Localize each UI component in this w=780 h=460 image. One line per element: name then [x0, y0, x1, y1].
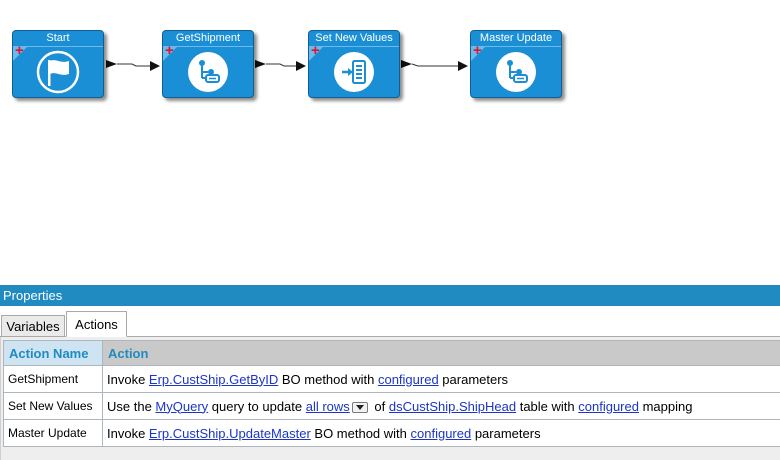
bo-method-link[interactable]: Erp.CustShip.UpdateMaster: [148, 425, 311, 441]
workflow-canvas[interactable]: Start + GetShipment + Set New Values +: [0, 0, 780, 284]
text-fragment: Invoke: [107, 425, 149, 441]
rows-scope-link[interactable]: all rows: [305, 398, 350, 414]
tab-variables[interactable]: Variables: [1, 315, 65, 336]
actions-grid-area: Action Name Action GetShipment Invoke Er…: [0, 337, 780, 460]
node-start[interactable]: Start +: [12, 30, 104, 98]
text-fragment: Use the: [107, 398, 156, 414]
node-corner-marker: [471, 46, 486, 61]
action-name-cell: Set New Values: [3, 392, 103, 420]
connectors-layer: [106, 60, 468, 71]
connector-getshipment-setnewvalues: [255, 60, 306, 71]
actions-table: Action Name Action GetShipment Invoke Er…: [3, 340, 780, 447]
mapping-config-link[interactable]: configured: [578, 398, 639, 414]
node-corner-marker: [163, 46, 178, 61]
node-set-new-values[interactable]: Set New Values +: [308, 30, 400, 98]
query-link[interactable]: MyQuery: [155, 398, 209, 414]
column-header-action-name[interactable]: Action Name: [3, 340, 103, 366]
table-header-row: Action Name Action: [3, 340, 780, 366]
action-name-cell: Master Update: [3, 419, 103, 447]
parameters-config-link[interactable]: configured: [377, 371, 439, 387]
text-fragment: table with: [516, 398, 579, 414]
update-table-icon: [334, 52, 374, 92]
action-description-cell: Invoke Erp.CustShip.GetByID BO method wi…: [102, 365, 780, 393]
table-row[interactable]: GetShipment Invoke Erp.CustShip.GetByID …: [3, 365, 780, 393]
add-icon[interactable]: +: [311, 42, 320, 59]
action-name-cell: GetShipment: [3, 365, 103, 393]
node-title: Start: [13, 31, 103, 47]
text-fragment: mapping: [638, 398, 693, 414]
text-fragment: query to update: [208, 398, 306, 414]
add-icon[interactable]: +: [165, 42, 174, 59]
connector-setnewvalues-masterupdate: [401, 60, 468, 71]
table-row[interactable]: Master Update Invoke Erp.CustShip.Update…: [3, 419, 780, 447]
node-title: Master Update: [471, 31, 561, 47]
text-fragment: of: [370, 398, 389, 414]
node-corner-marker: [309, 46, 324, 61]
action-description-cell: Use the MyQuery query to update all rows…: [102, 392, 780, 420]
table-row[interactable]: Set New Values Use the MyQuery query to …: [3, 392, 780, 420]
node-getshipment[interactable]: GetShipment +: [162, 30, 254, 98]
connector-start-getshipment: [106, 60, 160, 71]
node-corner-marker: [13, 46, 28, 61]
node-title: Set New Values: [309, 31, 399, 47]
table-link[interactable]: dsCustShip.ShipHead: [388, 398, 517, 414]
text-fragment: BO method with: [278, 371, 378, 387]
node-title: GetShipment: [163, 31, 253, 47]
text-fragment: BO method with: [310, 425, 411, 441]
text-fragment: Invoke: [107, 371, 149, 387]
properties-tabs: Variables Actions: [0, 306, 780, 337]
rows-scope-dropdown-icon[interactable]: [351, 401, 368, 413]
properties-panel-header: Properties: [0, 285, 780, 306]
flag-icon: [36, 50, 80, 94]
add-icon[interactable]: +: [473, 42, 482, 59]
bo-method-icon: [188, 52, 228, 92]
text-fragment: parameters: [471, 425, 541, 441]
action-description-cell: Invoke Erp.CustShip.UpdateMaster BO meth…: [102, 419, 780, 447]
column-header-action[interactable]: Action: [102, 340, 780, 366]
parameters-config-link[interactable]: configured: [410, 425, 472, 441]
bo-method-icon: [496, 52, 536, 92]
bo-method-link[interactable]: Erp.CustShip.GetByID: [148, 371, 279, 387]
tab-actions[interactable]: Actions: [66, 311, 127, 337]
add-icon[interactable]: +: [15, 42, 24, 59]
node-master-update[interactable]: Master Update +: [470, 30, 562, 98]
text-fragment: parameters: [438, 371, 509, 387]
